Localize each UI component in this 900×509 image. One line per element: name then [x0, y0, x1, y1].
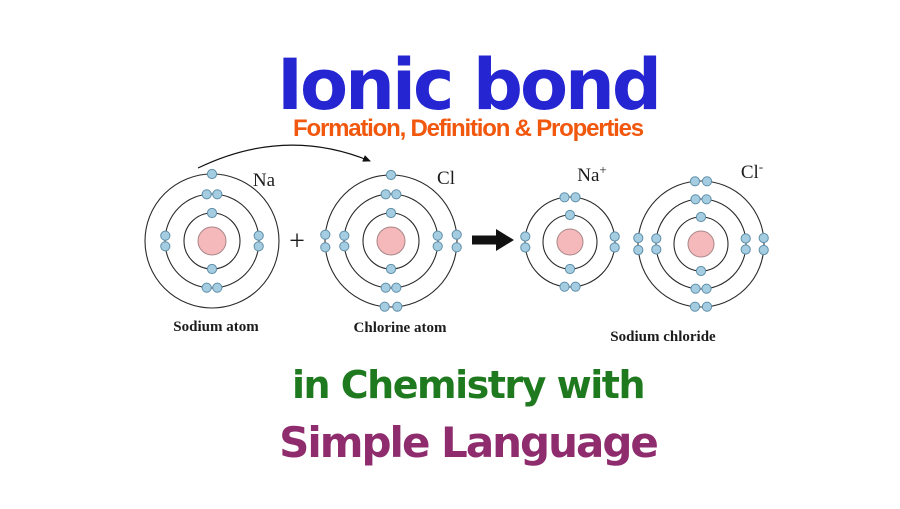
- atom-symbol-label: Cl-: [741, 159, 763, 183]
- electron: [212, 282, 223, 293]
- electron-shell-ring: [343, 193, 439, 289]
- electron: [380, 189, 391, 200]
- nucleus: [376, 226, 406, 256]
- electron: [758, 244, 769, 256]
- electron-shell-ring: [655, 198, 747, 290]
- electron: [690, 283, 701, 294]
- electron-shell-ring: [637, 180, 765, 308]
- electron: [339, 230, 350, 241]
- electron: [206, 263, 218, 275]
- electron: [651, 244, 662, 255]
- electron: [380, 282, 391, 293]
- electron: [701, 283, 712, 294]
- electron: [451, 242, 462, 253]
- reaction-arrow: [472, 229, 514, 251]
- electron: [695, 211, 707, 223]
- electron: [391, 189, 402, 200]
- electron: [609, 231, 620, 242]
- electron: [201, 189, 212, 200]
- nucleus: [556, 228, 584, 256]
- electron: [695, 265, 707, 277]
- atom-caption: Sodium atom: [173, 319, 259, 335]
- chloride-ion: Cl- Sodium chloride: [610, 159, 769, 345]
- electron: [701, 301, 713, 312]
- electron: [451, 229, 462, 240]
- electron: [633, 244, 644, 256]
- electron: [570, 281, 581, 292]
- electron: [206, 207, 218, 219]
- nucleus: [197, 226, 227, 256]
- electron: [392, 301, 403, 312]
- electron: [385, 207, 397, 219]
- nucleus: [687, 230, 715, 258]
- electron: [740, 244, 751, 255]
- electron: [690, 194, 701, 205]
- electron: [701, 176, 713, 187]
- electron-transfer-arrow: [197, 144, 371, 169]
- electron: [520, 242, 531, 253]
- electron: [633, 232, 644, 244]
- electron: [385, 169, 397, 181]
- electron: [564, 263, 576, 275]
- electron: [689, 176, 701, 187]
- electron-shell-ring: [524, 196, 616, 288]
- tagline-line2: Simple Language: [279, 418, 659, 467]
- electron: [432, 230, 443, 241]
- electron: [391, 282, 402, 293]
- electron: [609, 242, 620, 253]
- electron: [559, 192, 570, 203]
- electron: [520, 231, 531, 242]
- electron: [758, 232, 769, 244]
- electron: [559, 281, 570, 292]
- page-title: Ionic bond: [277, 44, 662, 126]
- electron: [689, 301, 701, 312]
- electron: [160, 241, 171, 252]
- electron: [253, 230, 264, 241]
- electron: [160, 230, 171, 241]
- page-subtitle: Formation, Definition & Properties: [293, 115, 644, 142]
- electron: [201, 282, 212, 293]
- electron: [432, 241, 443, 252]
- electron: [339, 241, 350, 252]
- electron: [651, 233, 662, 244]
- plus-sign: +: [289, 226, 305, 257]
- atom-symbol-label: Na: [253, 170, 276, 191]
- electron: [740, 233, 751, 244]
- electron: [701, 194, 712, 205]
- atom-symbol-label: Na+: [577, 162, 607, 186]
- atom-symbol-label: Cl: [437, 168, 455, 189]
- sodium-ion: Na+: [520, 162, 620, 292]
- tagline-line1: in Chemistry with: [291, 363, 646, 407]
- atom-caption: Sodium chloride: [610, 329, 716, 345]
- electron: [206, 168, 218, 180]
- electron: [320, 229, 331, 240]
- electron: [570, 192, 581, 203]
- electron: [564, 209, 576, 221]
- electron-shell-ring: [164, 193, 260, 289]
- electron: [385, 263, 397, 275]
- electron: [212, 189, 223, 200]
- electron: [320, 242, 331, 253]
- electron: [253, 241, 264, 252]
- atom-caption: Chlorine atom: [354, 320, 447, 336]
- electron: [379, 301, 390, 312]
